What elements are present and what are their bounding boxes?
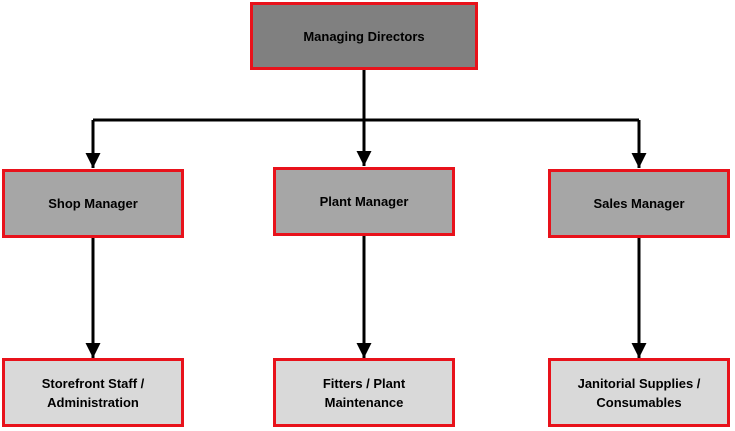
plant-manager-node: Plant Manager: [273, 167, 455, 236]
storefront-staff-node: Storefront Staff / Administration: [2, 358, 184, 427]
sales-manager-node: Sales Manager: [548, 169, 730, 238]
shop-manager-node: Shop Manager: [2, 169, 184, 238]
managing-directors-node: Managing Directors: [250, 2, 478, 70]
janitorial-supplies-node: Janitorial Supplies / Consumables: [548, 358, 730, 427]
fitters-plant-maintenance-node: Fitters / Plant Maintenance: [273, 358, 455, 427]
